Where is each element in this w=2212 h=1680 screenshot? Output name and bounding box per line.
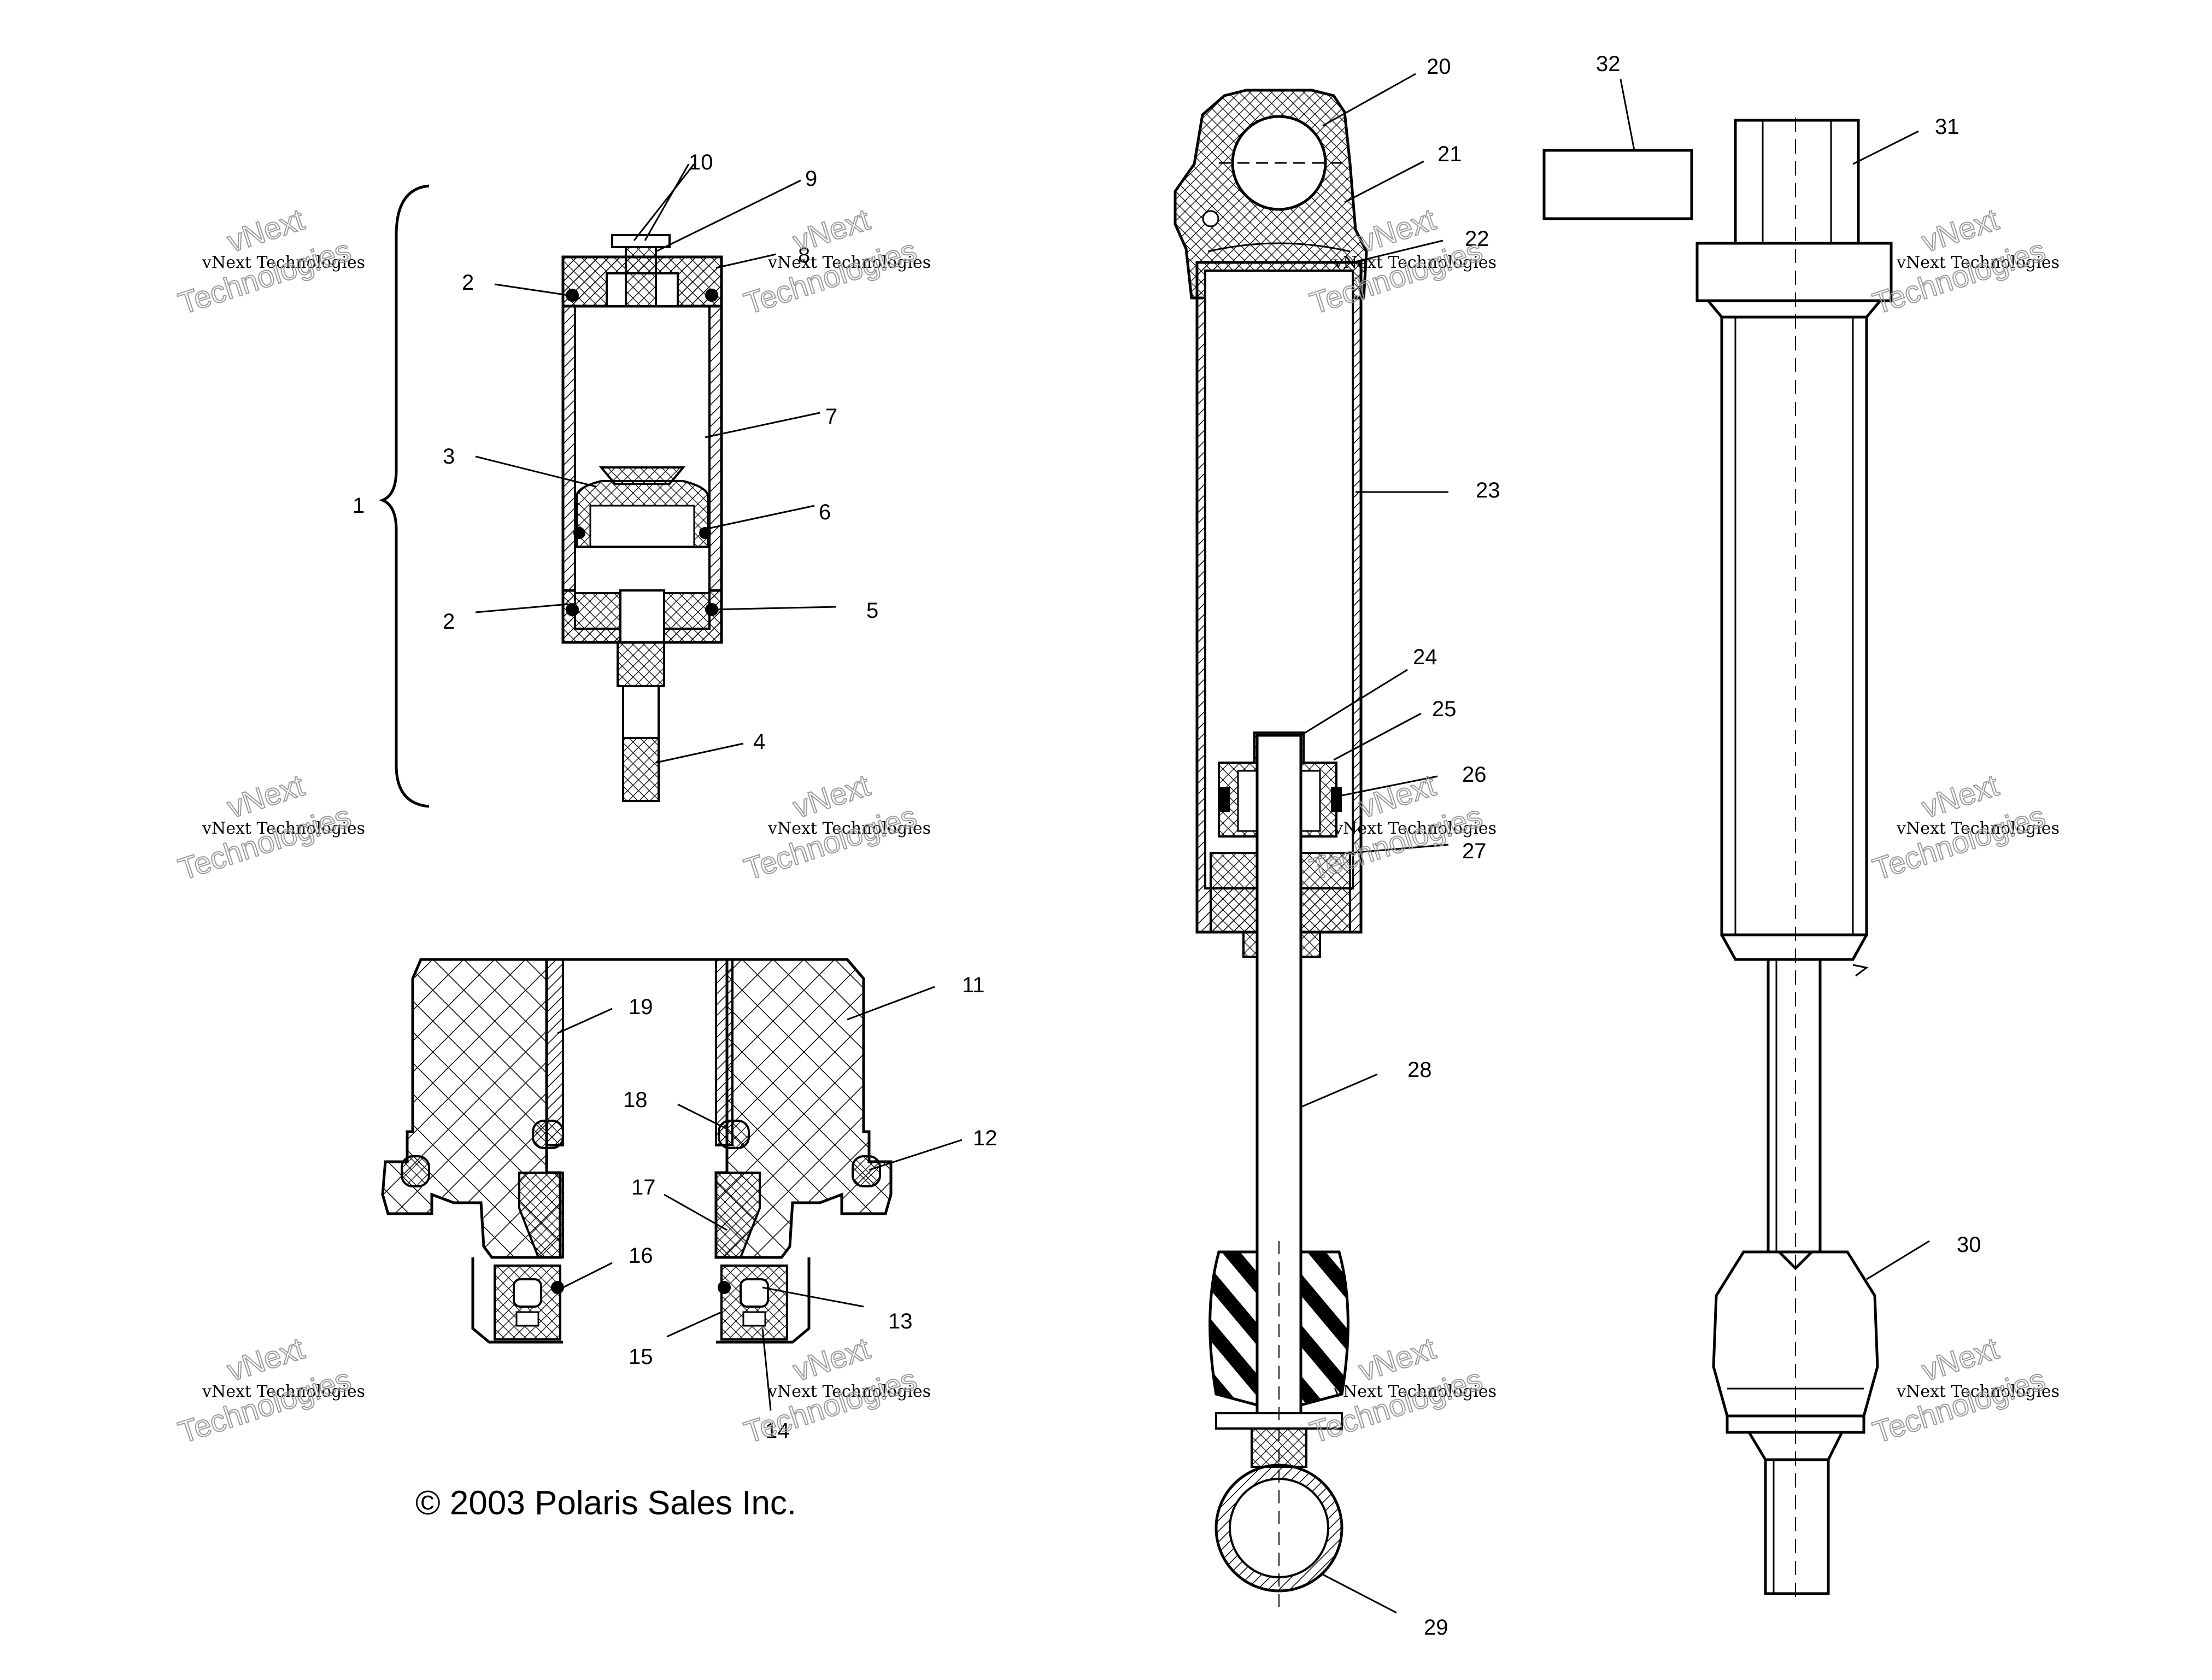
callout-labels: 1 2 2 3 4 5 6 7 8 9 10 11 12 13 14 15 16… [353, 52, 1981, 1640]
bottom-out-bumper [1208, 1250, 1259, 1407]
callout-22: 22 [1465, 227, 1489, 251]
callout-19: 19 [629, 995, 653, 1019]
wiper-17-left [518, 1172, 564, 1258]
spacer-bushing-32 [1542, 149, 1693, 220]
shock-exterior [1542, 79, 1930, 1599]
o-ring-12-right [852, 1155, 881, 1187]
piston-cup [599, 466, 686, 485]
callout-12: 12 [973, 1126, 998, 1150]
svg-text:vNext Technologies: vNext Technologies [1896, 1382, 2060, 1401]
callout-6: 6 [819, 500, 831, 524]
callout-8: 8 [798, 243, 810, 267]
callout-30: 30 [1957, 1233, 1981, 1257]
svg-text:vNext Technologies: vNext Technologies [767, 1382, 931, 1401]
callout-24: 24 [1413, 645, 1437, 669]
o-ring-12-left [401, 1155, 430, 1187]
piston-shaft [1255, 734, 1302, 1426]
seal-18-left [532, 1120, 564, 1149]
reservoir-assembly [379, 163, 837, 808]
lower-stud [1764, 1458, 1830, 1595]
callout-5: 5 [866, 599, 878, 623]
callout-2-bottom: 2 [443, 610, 455, 634]
seal-head-detail [381, 958, 963, 1411]
copyright-notice: © 2003 Polaris Sales Inc. [415, 1484, 796, 1522]
callout-9: 9 [805, 167, 817, 191]
seal-18-right [718, 1120, 750, 1149]
callout-17: 17 [631, 1175, 656, 1199]
svg-text:vNext Technologies: vNext Technologies [1896, 819, 2060, 838]
o-ring-top-left [566, 289, 579, 302]
o-ring-top-right [705, 289, 718, 302]
shock-cap [1695, 242, 1893, 302]
callout-21: 21 [1437, 142, 1462, 166]
svg-text:vNext Technologies: vNext Technologies [767, 253, 931, 272]
schrader-valve [625, 239, 657, 307]
callout-28: 28 [1407, 1058, 1432, 1082]
callout-3: 3 [443, 444, 455, 469]
callout-31: 31 [1935, 115, 1959, 139]
callout-15: 15 [629, 1345, 653, 1369]
callout-4: 4 [753, 730, 765, 754]
callout-7: 7 [825, 405, 837, 429]
svg-text:vNext Technologies: vNext Technologies [1896, 253, 2060, 272]
callout-1: 1 [353, 494, 365, 518]
callout-32: 32 [1596, 52, 1621, 76]
callout-25: 25 [1432, 697, 1457, 721]
svg-text:vNext Technologies: vNext Technologies [767, 819, 931, 838]
callout-2-top: 2 [462, 271, 474, 295]
callout-27: 27 [1462, 839, 1487, 863]
callout-20: 20 [1427, 55, 1451, 79]
top-mount-31 [1734, 119, 1860, 245]
shock-body-exterior [1720, 315, 1868, 936]
shock-section [1174, 73, 1449, 1614]
bushing-left [494, 1265, 561, 1341]
svg-text:vNext Technologies: vNext Technologies [202, 819, 365, 838]
svg-text:vNext Technologies: vNext Technologies [1333, 253, 1497, 272]
callout-18: 18 [623, 1088, 648, 1112]
callout-26: 26 [1462, 763, 1487, 787]
callout-29: 29 [1424, 1615, 1448, 1640]
callout-23: 23 [1476, 478, 1500, 502]
reservoir-hose [622, 737, 660, 802]
callout-16: 16 [629, 1244, 653, 1268]
svg-text:vNext Technologies: vNext Technologies [1333, 819, 1497, 838]
svg-text:vNext Technologies: vNext Technologies [202, 1382, 365, 1401]
svg-text:vNext Technologies: vNext Technologies [1333, 1382, 1497, 1401]
assembly-brace [379, 184, 430, 808]
hose-fitting [617, 641, 665, 687]
callout-13: 13 [888, 1309, 913, 1333]
callout-11: 11 [962, 973, 985, 997]
svg-text:vNext Technologies: vNext Technologies [202, 253, 365, 272]
callout-14: 14 [765, 1419, 790, 1443]
callout-10: 10 [689, 150, 713, 174]
